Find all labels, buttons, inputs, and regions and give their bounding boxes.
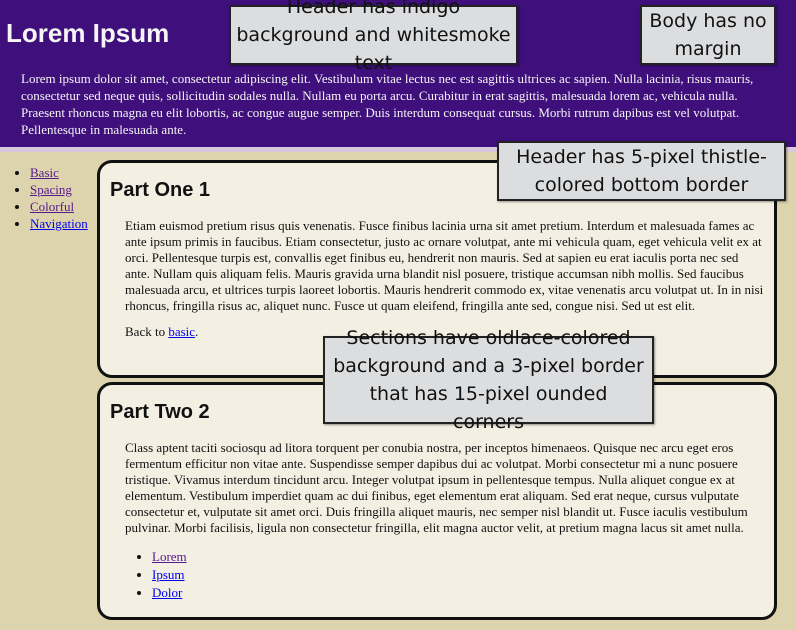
list-item: Lorem xyxy=(152,548,764,566)
link-ipsum[interactable]: Ipsum xyxy=(152,567,185,582)
annotation-callout: Sections have oldlace-colored background… xyxy=(323,327,654,433)
nav-item: Spacing xyxy=(30,181,97,198)
list-item: Dolor xyxy=(152,584,764,602)
section-title: Part Two 2 xyxy=(110,401,210,423)
section-text: Class aptent taciti sociosqu ad litora t… xyxy=(125,440,748,535)
nav-link-navigation[interactable]: Navigation xyxy=(30,216,88,231)
back-to-basic-link[interactable]: basic xyxy=(168,324,196,339)
back-prefix: Back to xyxy=(125,324,169,339)
sidebar-nav: Basic Spacing Colorful Navigation xyxy=(0,152,97,620)
annotation-callout: Header has 5-pixel thistle-colored botto… xyxy=(497,141,786,201)
site-title: Lorem Ipsum xyxy=(6,18,170,48)
link-lorem[interactable]: Lorem xyxy=(152,549,187,564)
annotation-callout: Header has indigo background and whitesm… xyxy=(229,0,518,74)
section-text: Etiam euismod pretium risus quis venenat… xyxy=(125,218,764,313)
link-dolor[interactable]: Dolor xyxy=(152,585,183,600)
annotation-callout: Body has no margin xyxy=(640,5,776,65)
nav-item: Basic xyxy=(30,164,97,181)
back-link-line: Back to basic. xyxy=(125,324,764,340)
nav-link-colorful[interactable]: Colorful xyxy=(30,199,75,214)
nav-item: Navigation xyxy=(30,215,97,232)
nav-link-spacing[interactable]: Spacing xyxy=(30,182,72,197)
nav-item: Colorful xyxy=(30,198,97,215)
nav-link-basic[interactable]: Basic xyxy=(30,165,59,180)
section-part-two: Part Two 2 Class aptent taciti sociosqu … xyxy=(97,382,777,620)
list-item: Ipsum xyxy=(152,566,764,584)
back-suffix: . xyxy=(195,324,199,339)
section-title: Part One 1 xyxy=(110,179,211,201)
link-list: Lorem Ipsum Dolor xyxy=(125,548,764,602)
header-intro: Lorem ipsum dolor sit amet, consectetur … xyxy=(21,71,754,137)
